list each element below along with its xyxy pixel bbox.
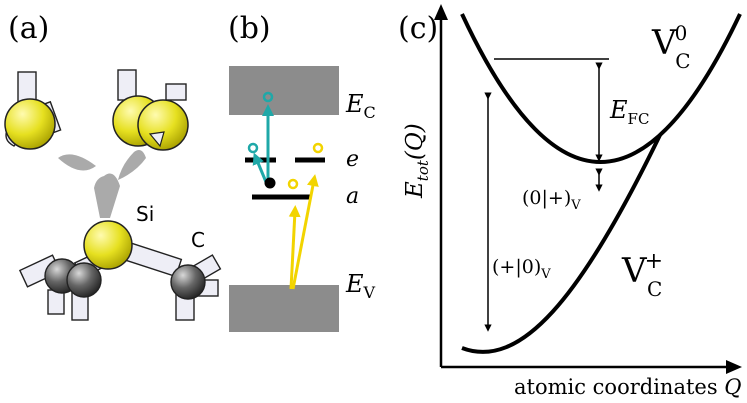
yellow-excitation-arrow [288, 205, 301, 290]
carbon-atom [170, 264, 206, 300]
level-a-label: a [346, 184, 359, 209]
bond [117, 69, 137, 101]
level-e-label: e [346, 147, 359, 172]
yellow-excitation-arrow [291, 174, 319, 290]
bond [148, 131, 165, 148]
panel-b-label: (b) [228, 11, 271, 46]
panel-a-label: (a) [8, 11, 49, 46]
conduction-band [229, 66, 339, 115]
silicon-atom [137, 99, 189, 151]
dangling-lobe [94, 173, 120, 218]
panel-c: (c) Etot(Q) atomic coordinates Q EFC (0|… [398, 4, 742, 399]
panel-c-label: (c) [398, 11, 438, 46]
neutral-energy-curve [460, 13, 742, 164]
transition-plus-0-label: (+|0)V [492, 256, 551, 282]
silicon-atom-center [83, 220, 133, 270]
silicon-atom [4, 98, 56, 150]
teal-hole-top [262, 91, 274, 103]
panel-b: (b) EC EV e a [228, 11, 376, 332]
valence-band [229, 285, 339, 332]
teal-capture-arrow [252, 152, 268, 183]
atom-label-c: C [191, 228, 205, 252]
panel-a: (a) Si C [4, 11, 222, 321]
electron-dot [264, 177, 276, 189]
x-axis-label: atomic coordinates Q [514, 375, 742, 399]
yellow-hole-a [287, 178, 299, 190]
franck-condon-label: EFC [609, 96, 649, 128]
dangling-lobe [58, 154, 96, 171]
yellow-hole-e [312, 142, 324, 154]
transition-0-plus-label: (0|+)V [522, 187, 581, 213]
positive-energy-curve [461, 134, 662, 354]
carbon-atom [66, 262, 102, 298]
valence-band-label: EV [345, 270, 376, 302]
teal-hole-level [247, 142, 259, 154]
bond [165, 83, 187, 101]
atom-label-si: Si [136, 202, 154, 226]
y-axis-label: Etot(Q) [402, 123, 432, 199]
y-axis-arrowhead [434, 4, 448, 20]
positive-curve-label: V+C [621, 249, 663, 301]
x-axis-arrowhead [726, 360, 742, 374]
conduction-band-label: EC [345, 90, 376, 122]
dangling-lobe [118, 150, 146, 180]
